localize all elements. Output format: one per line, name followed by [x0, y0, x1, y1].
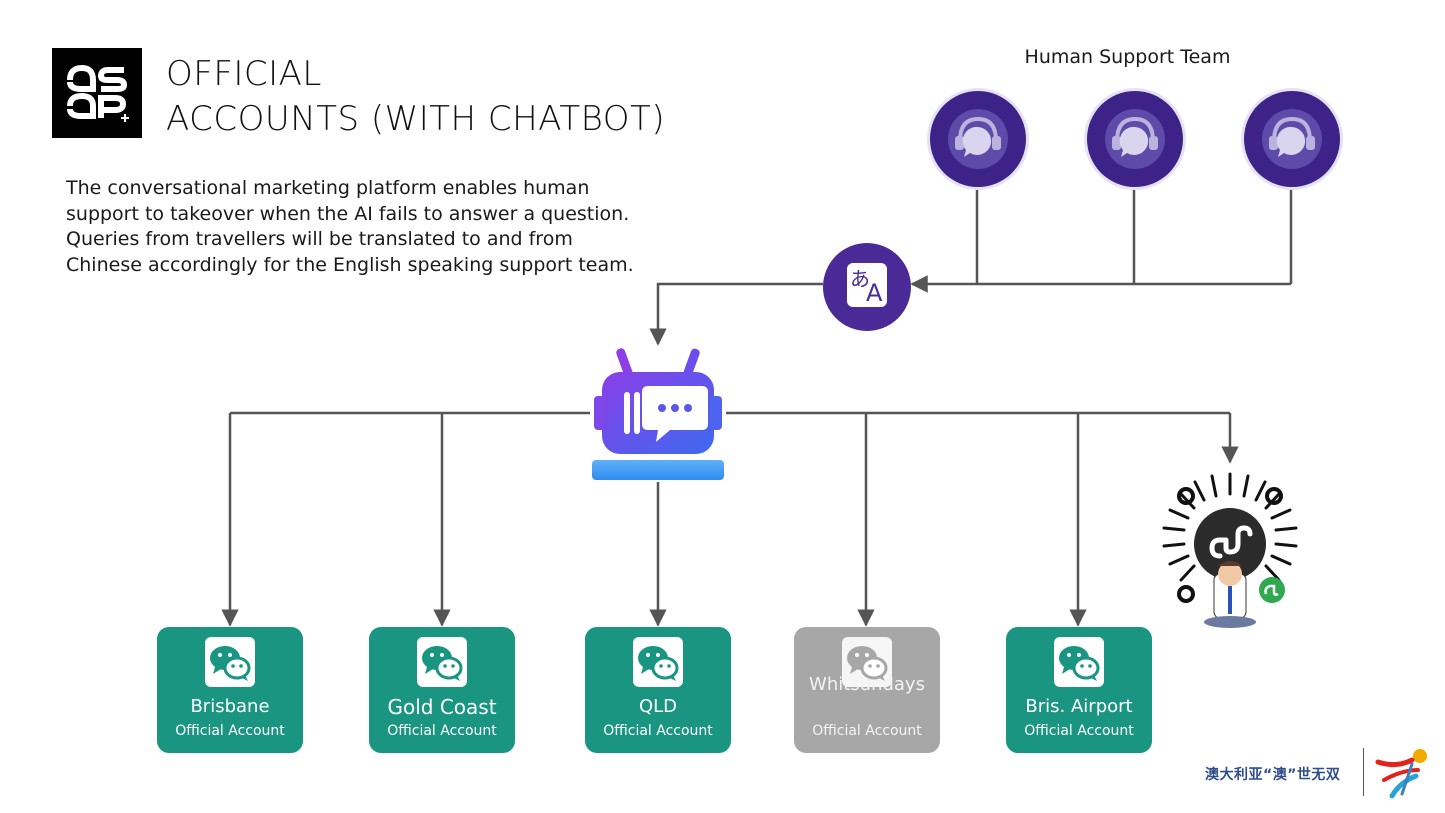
footer-divider [1363, 748, 1364, 796]
account-card-gold-coast[interactable]: Gold Coast Official Account [369, 627, 515, 753]
wechat-icon [417, 637, 467, 687]
tourism-australia-logo [1372, 742, 1434, 802]
description-text: The conversational marketing platform en… [66, 177, 634, 276]
translate-glyph-cn: あ [850, 267, 870, 291]
mini-program-qr-icon [1150, 466, 1310, 636]
translate-icon: あ A [823, 243, 911, 331]
support-team-label: Human Support Team [1024, 46, 1231, 68]
account-type: Official Account [387, 723, 497, 739]
support-agent-icon [930, 91, 1026, 187]
account-type: Official Account [812, 723, 922, 739]
wechat-icon [633, 637, 683, 687]
wechat-icon [842, 637, 892, 687]
account-name: QLD [638, 696, 678, 717]
support-agent-icon [1244, 91, 1340, 187]
account-name: Whitsundays [809, 674, 925, 695]
page-title: OFFICIAL ACCOUNTS (WITH CHATBOT) [166, 52, 665, 142]
title-line-1: OFFICIAL [166, 54, 322, 94]
support-agent-icon [1087, 91, 1183, 187]
account-name: Bris. Airport [1025, 696, 1133, 717]
wechat-icon [1054, 637, 1104, 687]
account-type: Official Account [175, 723, 285, 739]
asap-logo [52, 48, 142, 138]
translate-glyph-en: A [866, 279, 883, 307]
title-line-2: ACCOUNTS (WITH CHATBOT) [166, 99, 666, 139]
footer-brand-text: 澳大利亚“澳”世无双 [1205, 767, 1341, 783]
account-type: Official Account [603, 723, 713, 739]
wechat-icon [205, 637, 255, 687]
account-card-whitsundays[interactable]: Whitsundays Official Account [794, 627, 940, 753]
account-name: Brisbane [190, 696, 270, 717]
account-card-brisbane[interactable]: Brisbane Official Account [157, 627, 303, 753]
account-card-bris-airport[interactable]: Bris. Airport Official Account [1006, 627, 1152, 753]
account-name: Gold Coast [387, 695, 497, 719]
account-type: Official Account [1024, 723, 1134, 739]
account-card-qld[interactable]: QLD Official Account [585, 627, 731, 753]
chatbot-robot-icon [590, 346, 726, 482]
